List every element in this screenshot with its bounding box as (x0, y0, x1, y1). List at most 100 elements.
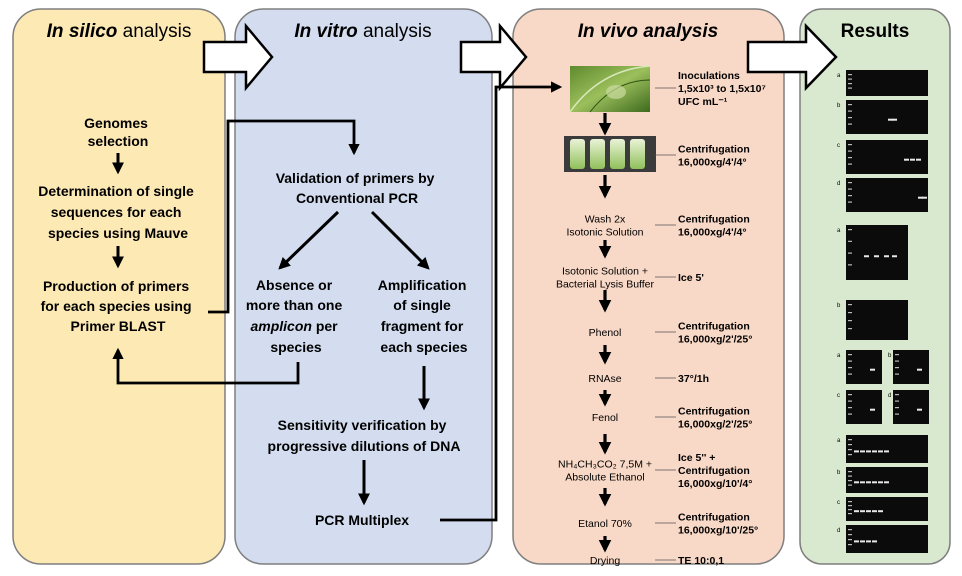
block-arrow-silico-to-vitro (202, 22, 274, 92)
vivo-step-label-line: NH₄CH₃CO₂ 7,5M + (558, 459, 652, 471)
gel-ladder-band (848, 123, 852, 125)
gel-panel-letter: c (837, 500, 840, 506)
vivo-step-label-line: Isotonic Solution + (562, 266, 648, 278)
gel-ladder-band (848, 413, 852, 415)
gel-ladder-band (848, 328, 852, 330)
gel-ladder-band (848, 74, 852, 76)
gel-image (846, 435, 928, 463)
gel-band (860, 450, 865, 453)
amplification-text: Amplification of single fragment for eac… (378, 277, 471, 355)
gel-band (917, 408, 922, 411)
connector-absence-to-production (112, 347, 300, 385)
vivo-step-note-line: 16,000xg/4'/4° (678, 227, 747, 239)
gel-band (922, 196, 927, 199)
block-arrow-vitro-to-vivo (459, 22, 528, 92)
gel-ladder-band (895, 373, 899, 375)
gel-panel-letter: c (837, 393, 840, 399)
gel-band (870, 408, 875, 411)
gel-ladder-band (848, 354, 852, 356)
vivo-step-label: Isotonic Solution +Bacterial Lysis Buffe… (556, 266, 655, 291)
gel-ladder-band (848, 529, 852, 531)
vivo-step-label: Fenol (592, 412, 618, 424)
gel-band (917, 368, 922, 371)
gel-band (870, 368, 875, 371)
vivo-step-label-line: Etanol 70% (578, 518, 632, 530)
gel-ladder-band (895, 367, 899, 369)
vivo-step-note-line: Inoculations (678, 70, 740, 82)
gel-ladder-band (848, 320, 852, 322)
vivo-step-label: Etanol 70% (578, 518, 632, 530)
genomes-selection-text: Genomes selection (84, 115, 152, 149)
gel-ladder-band (848, 454, 852, 456)
gel-band (878, 450, 883, 453)
gel-ladder-band (848, 480, 852, 482)
gel-ladder-band (848, 360, 852, 362)
gel-ladder-band (895, 360, 899, 362)
gel-ladder-band (848, 407, 852, 409)
gel-image (846, 140, 928, 174)
gel-panel-letter: d (888, 393, 891, 399)
gel-band (866, 450, 871, 453)
gel-ladder-band (848, 157, 852, 159)
gel-ladder-band (848, 394, 852, 396)
gel-panel-letter: d (837, 181, 840, 187)
gel-ladder-band (895, 407, 899, 409)
vivo-step-label-line: Phenol (589, 327, 622, 339)
vivo-step-note-line: 16,000xg/2'/25° (678, 419, 752, 431)
gel-band (918, 196, 923, 199)
vivo-step-label: Phenol (589, 327, 622, 339)
gel-band (866, 510, 871, 513)
vivo-step-label-line: Isotonic Solution (566, 227, 643, 239)
vivo-step-note-line: TE 10:0,1 (678, 555, 724, 567)
centrifuge-tubes-photo (564, 136, 656, 172)
vivo-step-note: Ice 5' (678, 272, 704, 284)
gel-band (854, 481, 859, 484)
vivo-step-note-line: Centrifugation (678, 406, 750, 418)
vivo-step-note-line: 16,000xg/4'/4° (678, 157, 747, 169)
production-text: Production of primers for each species u… (41, 278, 196, 334)
gel-ladder-band (848, 534, 852, 536)
gel-ladder-band (848, 400, 852, 402)
vivo-step-label-line: Absolute Ethanol (565, 472, 644, 484)
vivo-step-note-line: Centrifugation (678, 321, 750, 333)
in-vitro-panel (234, 8, 493, 565)
gel-panel-letter: a (837, 438, 841, 444)
gel-ladder-band (848, 195, 852, 197)
gel-ladder-band (848, 544, 852, 546)
results-title: Results (841, 21, 910, 42)
vivo-step-note-line: Ice 5'' + (678, 452, 715, 464)
gel-ladder-band (848, 312, 852, 314)
gel-band (854, 510, 859, 513)
vivo-step-label-line: Bacterial Lysis Buffer (556, 279, 655, 291)
gel-band (860, 481, 865, 484)
gel-ladder-band (848, 110, 852, 112)
gel-image (846, 178, 928, 212)
gel-ladder-band (895, 400, 899, 402)
gel-panel-letter: a (837, 353, 841, 359)
connector-production-to-validation (208, 119, 360, 314)
gel-image (846, 100, 928, 134)
in-silico-panel (12, 8, 226, 565)
gel-ladder-band (848, 188, 852, 190)
in-silico-title: In silico analysis (47, 21, 192, 42)
gel-ladder-band (848, 87, 852, 89)
gel-band (904, 158, 909, 161)
vivo-step-note-line: Centrifugation (678, 214, 750, 226)
gel-ladder-band (848, 117, 852, 119)
gel-ladder-band (848, 449, 852, 451)
vivo-step-note-line: Centrifugation (678, 512, 750, 524)
gel-image (846, 525, 928, 553)
vivo-step-note-line: 1,5x10³ to 1,5x10⁷ (678, 83, 766, 95)
gel-image (846, 70, 928, 96)
gel-band (884, 255, 889, 258)
gel-band (878, 510, 883, 513)
validation-text: Validation of primers by Conventional PC… (276, 170, 439, 206)
gel-panel-letter: b (837, 103, 841, 109)
pcr-multiplex-text: PCR Multiplex (315, 512, 409, 528)
gel-band (872, 540, 877, 543)
